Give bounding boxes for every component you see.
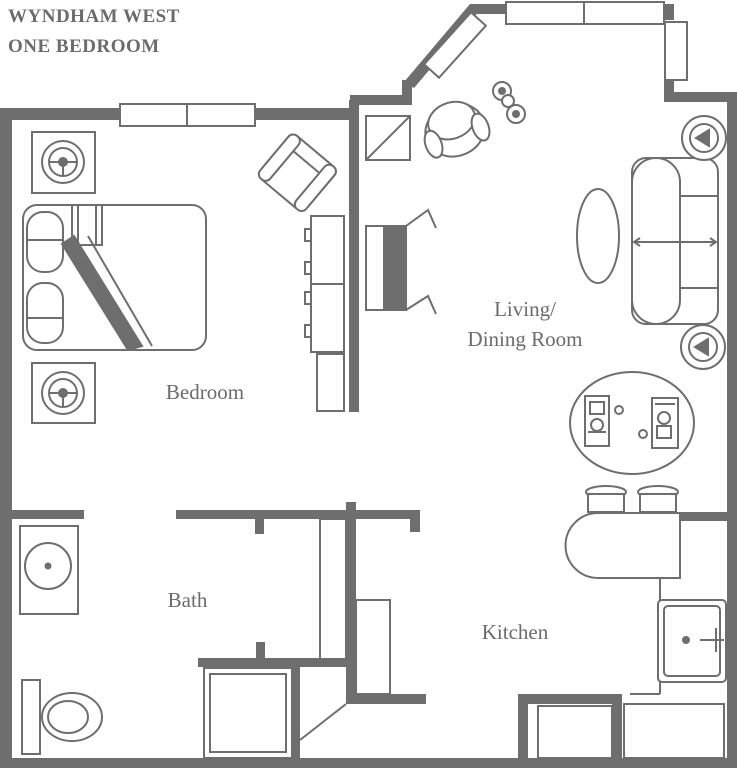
pillow-2 [26, 282, 64, 344]
living-round-chair [423, 100, 491, 159]
bedroom-bath-wall-right [176, 510, 420, 519]
bath-inner-wall [198, 658, 348, 667]
angled-window [422, 10, 488, 80]
shower [203, 667, 293, 759]
bedroom-bath-wall-left [0, 510, 84, 519]
kitchen-lower-wall [518, 694, 618, 704]
tv-console [365, 208, 437, 315]
interior-walls [0, 100, 737, 768]
lamp-bottom [680, 324, 726, 370]
plan-title-line-2: ONE BEDROOM [8, 36, 160, 57]
bath-fixtures [19, 518, 391, 759]
west-wall [0, 108, 12, 768]
nightstand-bottom [31, 362, 96, 424]
south-wall [0, 758, 737, 768]
bath-sink [19, 525, 79, 615]
plant [492, 81, 526, 124]
east-wall [727, 92, 737, 768]
living-north-wall [350, 95, 410, 105]
refrigerator [623, 703, 725, 759]
room-label-living-line-1: Living/ [494, 297, 556, 321]
lamp-top [681, 115, 727, 161]
living-furniture [365, 81, 727, 475]
kitchen-east-wall [678, 512, 737, 521]
bedroom-armchair [257, 133, 337, 213]
nightstand-top [31, 131, 96, 194]
closet [365, 115, 411, 161]
plan-title-line-1: WYNDHAM WEST [8, 6, 180, 27]
kitchen-sink [657, 599, 727, 683]
stove [537, 705, 613, 759]
exterior-walls [0, 4, 737, 768]
bath-kitchen-wall [346, 502, 356, 702]
windows [119, 1, 688, 127]
kitchen-counter [564, 512, 681, 579]
north-wall-left [0, 108, 120, 120]
pillow-1 [26, 211, 64, 273]
coffee-table [576, 188, 620, 284]
north-wall-mid [255, 108, 355, 120]
room-label-living-line-2: Dining Room [467, 327, 583, 351]
room-label-bath: Bath [167, 588, 208, 612]
kitchen-fixtures [537, 485, 727, 759]
sofa [631, 157, 719, 325]
bedroom-furniture [22, 131, 345, 424]
bed [22, 204, 207, 352]
room-label-kitchen: Kitchen [481, 620, 549, 644]
dining-table [569, 371, 695, 475]
bedroom-living-wall [349, 100, 359, 412]
room-label-bedroom: Bedroom [165, 380, 245, 404]
dresser [304, 215, 345, 412]
toilet [21, 679, 103, 755]
linen-closet [319, 518, 391, 695]
living-east-window [664, 21, 688, 81]
